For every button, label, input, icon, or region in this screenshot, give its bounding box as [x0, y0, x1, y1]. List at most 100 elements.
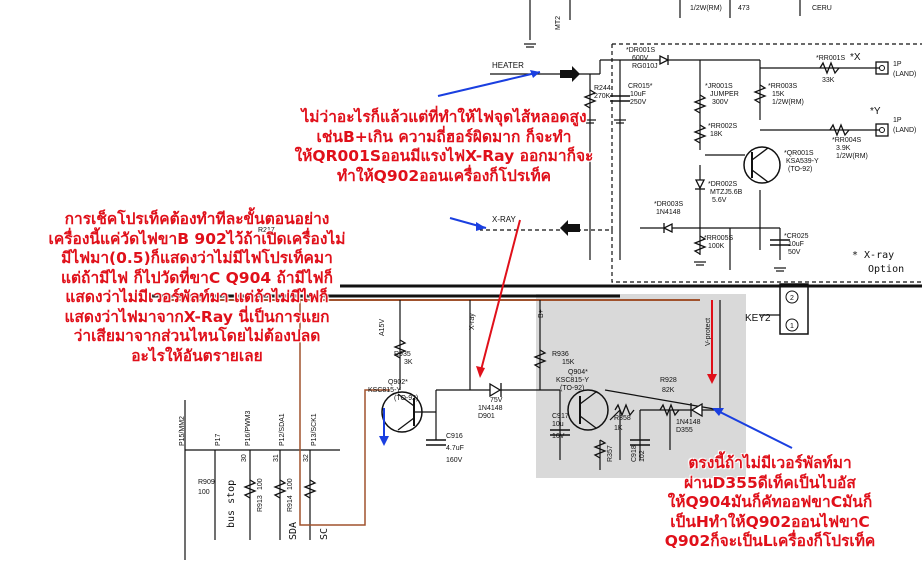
- label-c916-val: 4.7uF: [446, 445, 464, 452]
- label-vprotect: V-protect: [705, 318, 712, 346]
- note-left-line: เครื่องนี้แค่วัดไฟขาB 902ไว้ถ้าเปิดเครื่…: [48, 229, 346, 248]
- label-r935: R935: [394, 351, 411, 358]
- label-dr001: *DR001S: [626, 47, 656, 54]
- bus-stop-line: [299, 300, 390, 526]
- annotation-note-top: ไม่ว่าอะไรก็แล้วแต่ที่ทำให้ไฟจุดไส้หลอดส…: [274, 108, 614, 186]
- label-q904: Q904*: [568, 369, 588, 376]
- label-cr015: CR015*: [628, 83, 653, 90]
- label-key2: KEY2: [745, 313, 771, 324]
- label-cr015-val: 10uF: [630, 91, 646, 98]
- label-r244: R244: [594, 85, 611, 92]
- label-top-val3: CERU: [812, 5, 832, 12]
- label-r928-val: 82K: [662, 387, 675, 394]
- label-rr004-val: 3.9K: [836, 145, 851, 152]
- label-qr001: *QR001S: [784, 150, 814, 157]
- label-rr004-w: 1/2W(RM): [836, 153, 868, 160]
- label-key2-pin1: 1: [790, 323, 794, 330]
- label-r244-val: 270K: [594, 93, 611, 100]
- label-p17: P17: [215, 433, 222, 446]
- label-r936: R936: [552, 351, 569, 358]
- resistors-bottom: [243, 339, 680, 499]
- label-d901: D901: [478, 413, 495, 420]
- annotation-note-left: การเช็คโปรเท็คต้องทำทีละขั้นตอนอย่าง เคร…: [4, 210, 390, 366]
- note-left-line: มีไฟมา(0.5)ก็แสดงว่าไม่มีไฟโปรเท็คมา: [61, 249, 333, 267]
- d901-diode: [489, 382, 502, 398]
- label-d355-type: 1N4148: [676, 419, 701, 426]
- note-left-line: แต่ถ้ามีไฟ ก็ไปวัดที่ขาC Q904 ถ้ามีไฟก็: [61, 268, 333, 287]
- label-jr001-val: JUMPER: [710, 91, 739, 98]
- label-top-val2: 473: [738, 5, 750, 12]
- label-r357: R357: [607, 445, 614, 462]
- heater-arrow: [560, 66, 580, 82]
- label-bplus: B+: [538, 309, 545, 318]
- label-c916: C916: [446, 433, 463, 440]
- label-p16: P16/PWM3: [245, 410, 252, 446]
- label-terminal-x-sub: 1P: [893, 61, 902, 68]
- note-left-line: แสดงว่าไม่มีเวอร์พัลท์มา แต่ถ้าไม่มีไฟก็: [65, 288, 329, 306]
- label-option-1: * X-ray: [852, 250, 894, 261]
- label-dr002-type: MTZJ5.6B: [710, 189, 743, 196]
- label-jr001-v: 300V: [712, 99, 729, 106]
- qr001-transistor: [743, 146, 781, 184]
- label-c917: C917: [552, 413, 569, 420]
- label-r909: R909: [198, 479, 215, 486]
- label-dr001-val2: RG010J: [632, 63, 658, 70]
- label-rr004: *RR004S: [832, 137, 862, 144]
- label-c918-val: 102: [639, 450, 646, 462]
- note-top-line: ไม่ว่าอะไรก็แล้วแต่ที่ทำให้ไฟจุดไส้หลอดส…: [301, 108, 587, 126]
- note-bottom-line: เป็นHทำให้Q902ออนไฟขาC: [670, 512, 870, 531]
- diodes-top: [659, 54, 706, 234]
- label-rr003-val: 15K: [772, 91, 785, 98]
- label-r357-val: 1K: [614, 425, 623, 432]
- label-cr025-val: 10uF: [788, 241, 804, 248]
- label-dr002: *DR002S: [708, 181, 738, 188]
- label-terminal-y: *Y: [870, 106, 881, 117]
- label-option-2: Option: [868, 264, 904, 275]
- label-r909-val: 100: [198, 489, 210, 496]
- ground-symbols: [524, 43, 786, 272]
- label-r358: R358: [614, 415, 631, 422]
- note-left-line: อะไรให้อันตรายเลย: [131, 346, 263, 365]
- label-d901-v: 75V: [490, 397, 503, 404]
- note-left-line: ว่าเสียมาจากส่วนไหนโดยไม่ต้องปลด: [73, 327, 321, 345]
- label-p13: P13/SCK1: [311, 413, 318, 446]
- label-xray-vert: X-ray: [469, 313, 476, 330]
- label-cr015-v: 250V: [630, 99, 647, 106]
- label-q904-type: KSC815-Y: [556, 377, 589, 384]
- label-terminal-y-land: (LAND): [893, 127, 916, 134]
- label-pin30: 30: [241, 454, 248, 462]
- label-rr005: *RR005S: [704, 235, 734, 242]
- label-d355: D355: [676, 427, 693, 434]
- label-mt2: MT2: [555, 16, 562, 30]
- label-r928: R928: [660, 377, 677, 384]
- label-key2-pin2: 2: [790, 295, 794, 302]
- q902-transistor: [381, 391, 436, 433]
- annotation-arrows: [379, 70, 793, 449]
- label-c918: C918: [631, 445, 638, 462]
- label-a15v: A15V: [379, 319, 386, 336]
- label-q902: Q902*: [388, 379, 408, 386]
- note-bottom-line: ให้Q904มันก็คัทออฟขาCมันก็: [667, 493, 873, 511]
- note-left-line: การเช็คโปรเท็คต้องทำทีละขั้นตอนอย่าง: [64, 210, 330, 228]
- label-terminal-x-land: (LAND): [893, 71, 916, 78]
- label-rr002-val: 18K: [710, 131, 723, 138]
- label-dr002-v: 5.6V: [712, 197, 727, 204]
- label-terminal-x: *X: [850, 52, 861, 63]
- label-p15: P15/MM2: [179, 416, 186, 446]
- label-c916-v: 160V: [446, 457, 463, 464]
- label-pin32: 32: [303, 454, 310, 462]
- label-cr025-v: 50V: [788, 249, 801, 256]
- terminal-x: [875, 61, 889, 75]
- note-top-line: ให้QR001SออนมีแรงไฟX-Ray ออกมาก็จะ: [294, 147, 594, 165]
- note-left-line: แสดงว่าไฟมาจากX-Ray นี่เป็นการแยก: [64, 307, 330, 326]
- label-terminal-y-sub: 1P: [893, 117, 902, 124]
- label-heater: HEATER: [492, 61, 524, 70]
- label-xray-net: X-RAY: [492, 215, 517, 224]
- note-top-line: ทำให้Q902ออนเครื่องก็โปรเท็ค: [336, 166, 552, 185]
- label-top-val1: 1/2W(RM): [690, 5, 722, 12]
- label-q902-type: KSC815-Y: [368, 387, 401, 394]
- label-rr005-val: 100K: [708, 243, 725, 250]
- xray-arrow: [560, 220, 580, 236]
- label-c917-val: 10u: [552, 421, 564, 428]
